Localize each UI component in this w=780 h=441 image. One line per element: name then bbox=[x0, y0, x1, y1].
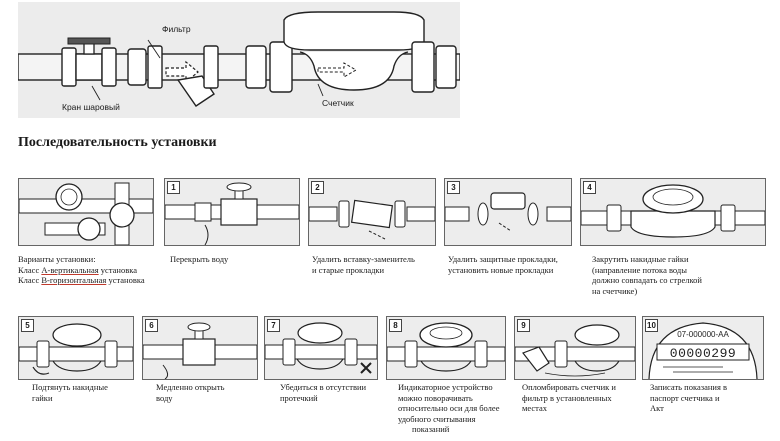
caption-line: Закрутить накидные гайки bbox=[592, 254, 689, 264]
step-number: 5 bbox=[21, 319, 34, 332]
caption-line: гайки bbox=[32, 392, 53, 403]
step-panel-2: 2 bbox=[308, 178, 436, 246]
caption-line: Индикаторное устройство bbox=[398, 382, 493, 392]
caption-line: Опломбировать счетчик и bbox=[522, 382, 616, 392]
caption-line: Медленно открыть bbox=[156, 382, 225, 392]
caption-line: Акт bbox=[650, 403, 664, 413]
caption-line: на счетчике) bbox=[592, 285, 638, 296]
step-number: 8 bbox=[389, 319, 402, 332]
step-caption-1: Перекрыть воду bbox=[170, 254, 228, 265]
seal-illustration bbox=[515, 324, 635, 377]
caption-line: Записать показания в bbox=[650, 382, 728, 392]
variant-rest: установка bbox=[98, 264, 137, 275]
step-panel-3: 3 bbox=[444, 178, 572, 246]
pipeline-scheme: Фильтр Кран шаровый Счетчик bbox=[18, 11, 460, 112]
no-leak-cross-icon bbox=[360, 362, 372, 374]
water-meter-icon bbox=[283, 11, 425, 91]
step-caption-6: Медленно открыть воду bbox=[156, 382, 224, 403]
rotate-indicator-illustration bbox=[387, 322, 505, 372]
caption-line: показаний bbox=[412, 424, 450, 434]
step-number: 4 bbox=[583, 181, 596, 194]
step-panel-1: 1 bbox=[164, 178, 300, 246]
remove-insert-illustration bbox=[309, 199, 435, 240]
caption-line: можно поворачивать bbox=[398, 392, 473, 403]
step-caption-3: Удалить защитные прокладки, установить н… bbox=[448, 254, 558, 275]
step-number: 2 bbox=[311, 181, 324, 194]
caption-line: должно совпадать со стрелкой bbox=[592, 275, 702, 285]
caption-line: воду bbox=[156, 392, 173, 403]
step-panel-5: 5 bbox=[18, 316, 134, 380]
step-number: 6 bbox=[145, 319, 158, 332]
caption-line: Убедиться в отсутствии bbox=[280, 382, 367, 392]
filter-label: Фильтр bbox=[162, 24, 191, 34]
step-caption-7: Убедиться в отсутствии протечкий bbox=[280, 382, 366, 403]
caption-line: (направление потока воды bbox=[592, 264, 687, 275]
meter-readout-illustration: 07-000000-AA 00000299 bbox=[648, 322, 758, 379]
variant-class-a: А-вертикальная bbox=[41, 264, 99, 275]
variant-option: Класс В-горизонтальная установка bbox=[18, 275, 145, 286]
filter-icon bbox=[147, 45, 219, 107]
variant-prefix: Класс bbox=[18, 275, 42, 285]
step-caption-8: Индикаторное устройство можно поворачива… bbox=[398, 382, 499, 435]
step-panel-10: 07-000000-AA 00000299 10 bbox=[642, 316, 764, 380]
caption-line: местах bbox=[522, 403, 547, 413]
step-number: 10 bbox=[645, 319, 658, 332]
tighten-again-illustration bbox=[19, 323, 133, 375]
open-water-illustration bbox=[143, 322, 257, 379]
variant-rest: установка bbox=[106, 275, 145, 285]
close-water-illustration bbox=[165, 182, 299, 245]
step-caption-9: Опломбировать счетчик и фильтр в установ… bbox=[522, 382, 616, 414]
step-number: 3 bbox=[447, 181, 460, 194]
ball-valve-icon bbox=[61, 37, 117, 87]
caption-line: и старые прокладки bbox=[312, 264, 385, 275]
caption-line: относительно оси для более bbox=[398, 403, 500, 413]
installation-scheme-diagram: Фильтр Кран шаровый Счетчик bbox=[18, 2, 460, 118]
variant-option: Класс А-вертикальная установка bbox=[18, 265, 145, 276]
variants-heading: Варианты установки: bbox=[18, 254, 96, 264]
step-caption-4: Закрутить накидные гайки (направление по… bbox=[592, 254, 702, 296]
step-number: 9 bbox=[517, 319, 530, 332]
meter-label: Счетчик bbox=[322, 98, 354, 108]
step-panel-9: 9 bbox=[514, 316, 636, 380]
step-panel-variants bbox=[18, 178, 154, 246]
caption-line: установить новые прокладки bbox=[448, 264, 554, 275]
ball-valve-label: Кран шаровый bbox=[62, 102, 120, 112]
variants-illustration bbox=[19, 182, 153, 245]
caption-line: протечкий bbox=[280, 392, 318, 403]
meter-serial: 07-000000-AA bbox=[677, 330, 729, 339]
caption-line: фильтр в установленных bbox=[522, 392, 612, 403]
step-panel-7: 7 bbox=[264, 316, 378, 380]
section-title: Последовательность установки bbox=[18, 135, 217, 150]
step-caption-variants: Варианты установки: Класс А-вертикальная… bbox=[18, 254, 145, 286]
step-panel-8: 8 bbox=[386, 316, 506, 380]
step-panel-6: 6 bbox=[142, 316, 258, 380]
step-number: 7 bbox=[267, 319, 280, 332]
step-caption-10: Записать показания в паспорт счетчика и … bbox=[650, 382, 727, 414]
caption-line: Удалить защитные прокладки, bbox=[448, 254, 558, 264]
step-caption-5: Подтянуть накидные гайки bbox=[32, 382, 108, 403]
check-leaks-illustration bbox=[265, 322, 377, 374]
caption-line: Перекрыть воду bbox=[170, 254, 229, 264]
gaskets-illustration bbox=[445, 192, 571, 232]
variant-prefix: Класс bbox=[18, 264, 42, 275]
step-panel-4: 4 bbox=[580, 178, 766, 246]
meter-digits: 00000299 bbox=[670, 346, 736, 361]
caption-line: паспорт счетчика и bbox=[650, 392, 720, 403]
caption-line: Удалить вставку-заменитель bbox=[312, 254, 415, 264]
tighten-nuts-illustration bbox=[581, 184, 765, 238]
step-caption-2: Удалить вставку-заменитель и старые прок… bbox=[312, 254, 415, 275]
variant-class-b: В-горизонтальная bbox=[41, 275, 107, 285]
caption-line: удобного считывания bbox=[398, 413, 476, 424]
caption-line: Подтянуть накидные bbox=[32, 382, 108, 392]
step-number: 1 bbox=[167, 181, 180, 194]
